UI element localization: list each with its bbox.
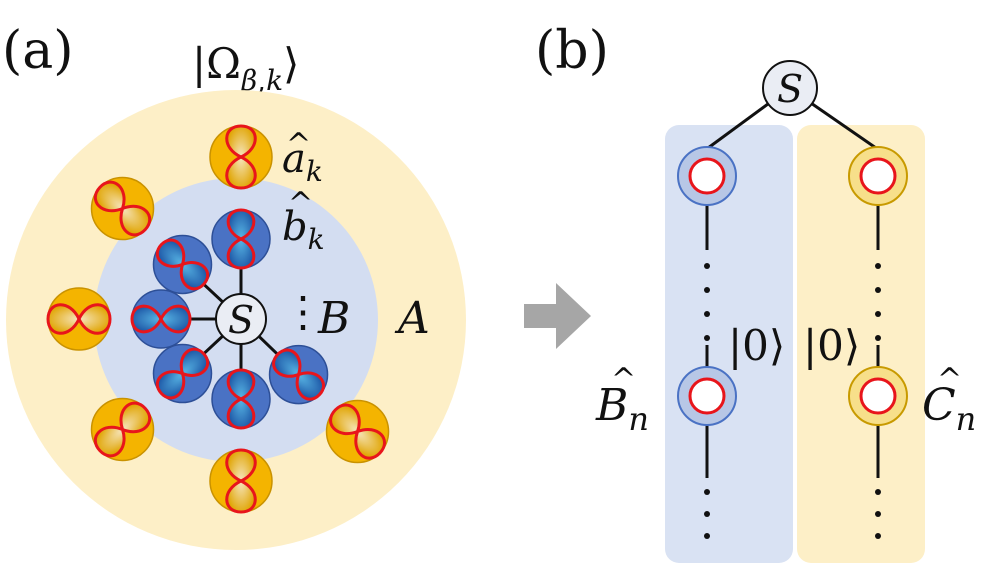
chain-b-node-n [677,366,737,426]
vacuum-left-label: |0⟩ [728,321,785,370]
b-mode-1-lobes [155,238,210,291]
chain-c-band [797,125,925,563]
b-mode-5-lobes [272,348,326,401]
s-to-c-line [807,99,877,150]
transform-arrow [524,283,591,349]
state-sub-comma: , [257,64,266,97]
a-mode-0-lobes [225,124,257,190]
chain-c-dots [875,263,881,539]
chain-c-hat: ^ [937,362,962,397]
b-mode-3-lobe-shape [155,347,210,400]
a-mode-5-lobe-shape [329,403,386,460]
chain-c-label: Cn [922,380,976,438]
b-mode-0-lobes [226,208,256,270]
state-omega: Ω [206,39,241,88]
a-mode-4-lobe-shape [225,448,257,514]
vacuum-right-label: |0⟩ [803,321,860,370]
chain-b-label: Bn [595,380,649,438]
b-mode-0-lobe-shape [226,208,256,270]
panel-a-label: (a) [2,21,74,81]
a-mode-3-lobe-shape [93,401,152,458]
state-label: |Ωβ,k⟩ [192,39,299,97]
a-mode-1-lobes [93,180,152,237]
a-mode-1-lobe-shape [93,180,152,237]
a-mode-2-lobe-shape [46,303,112,335]
a-mode-0-lobe-shape [225,124,257,190]
star-modes [46,124,390,514]
a-mode-5-lobes [329,403,386,460]
b-mode-2-lobes [130,304,192,334]
s-to-b-line [707,99,773,150]
state-sub-k: k [266,64,283,97]
system-node [215,293,267,345]
chain-c-node-n [848,366,908,426]
outer-region-label: A [394,293,430,344]
panel-b-label: (b) [535,21,609,81]
b-mode-2-lobe-shape [130,304,192,334]
state-sub-beta: β [240,64,257,97]
chain-b-band [665,125,793,563]
system-node-label: S [228,298,254,342]
b-mode-5-lobe-shape [272,348,326,401]
b-mode-1-lobe-shape [155,238,210,291]
a-mode-label: ak [282,136,323,188]
vertical-ellipsis: ⋮ [282,287,324,336]
inner-region-label: B [317,293,350,344]
chain-b-node-1 [677,146,737,206]
chain-b-dots [704,263,710,539]
b-mode-3-lobes [155,347,210,400]
a-mode-2-lobes [46,303,112,335]
b-mode-4-lobe-shape [226,368,256,430]
b-mode-hat: ^ [288,186,313,221]
chain-b-hat: ^ [611,362,636,397]
a-mode-3-lobes [93,401,152,458]
state-bar: | [192,39,206,88]
chain-system-label: S [777,67,803,111]
panel-a: (a) |Ωβ,k⟩ S ak ^ bk ^ ⋮ B A [2,21,466,550]
b-mode-4-lobes [226,368,256,430]
a-mode-4-lobes [225,448,257,514]
chain-c-node-1 [848,146,908,206]
state-angle: ⟩ [283,39,299,88]
chain-system-node [762,60,818,116]
b-mode-label: bk [282,204,325,256]
a-mode-hat: ^ [286,127,311,162]
panel-b: (b) S [535,21,976,563]
